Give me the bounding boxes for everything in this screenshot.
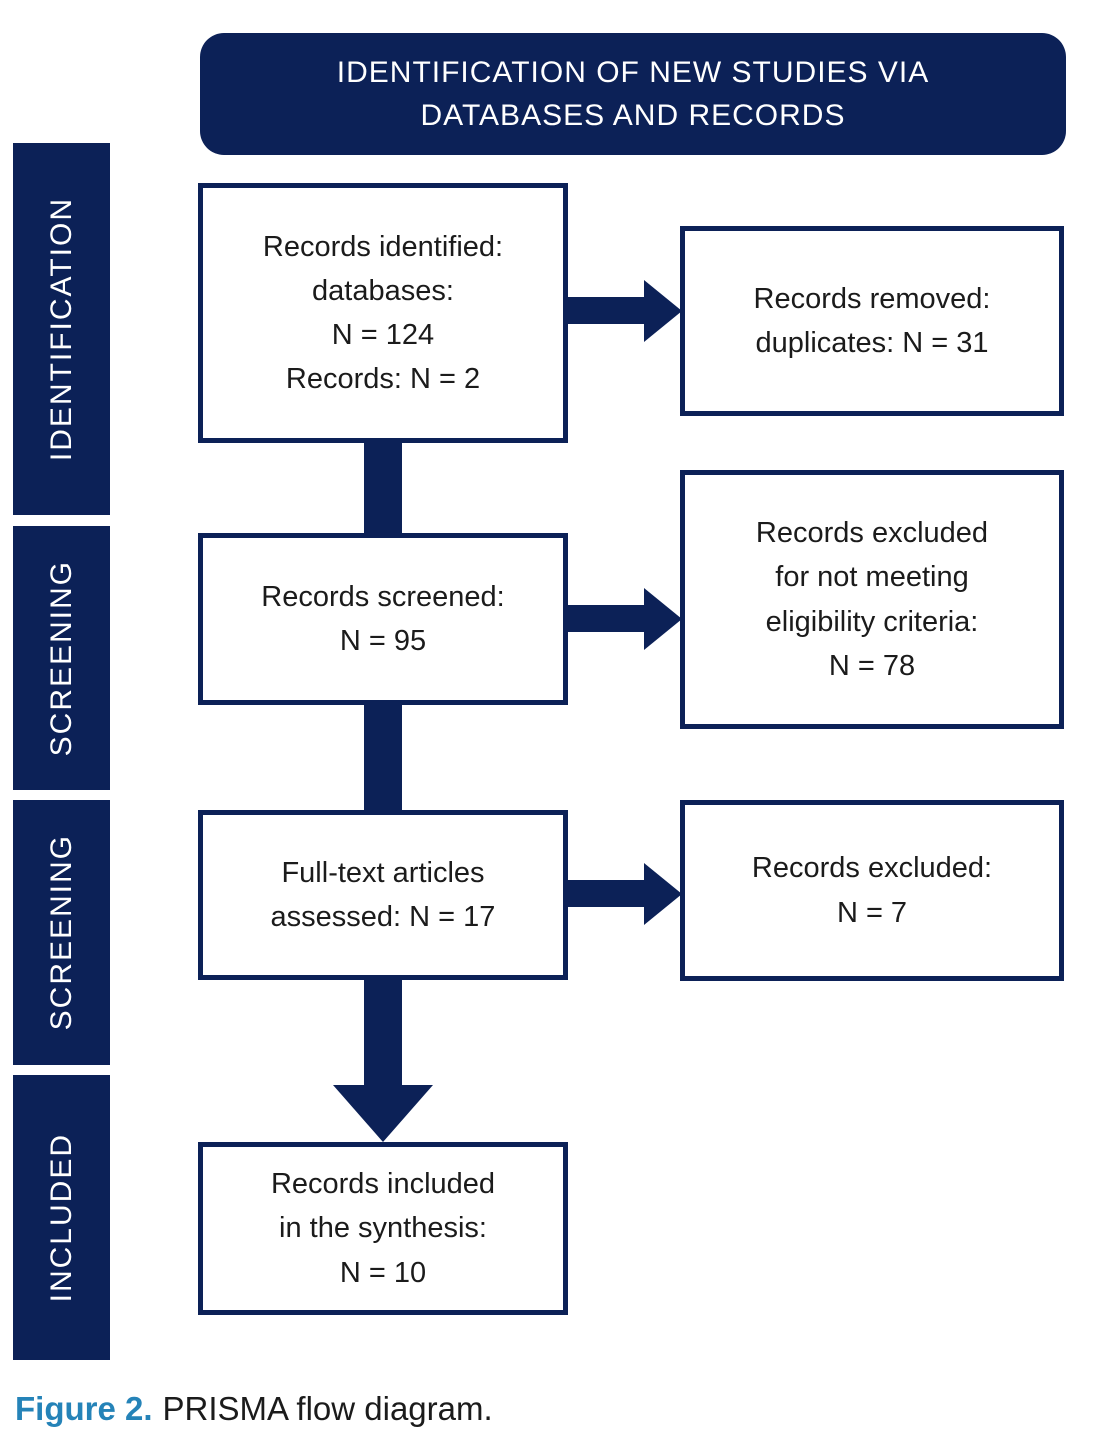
stage-label: IDENTIFICATION [44,196,78,462]
box-line: duplicates: N = 31 [755,327,989,359]
diagram-header: IDENTIFICATION OF NEW STUDIES VIA DATABA… [200,33,1066,155]
box-line: N = 95 [339,625,427,657]
box-line: Records included [270,1168,496,1201]
box-records-excluded-eligibility: Records excluded for not meeting eligibi… [680,470,1064,729]
box-line: Records screened: [261,580,505,613]
stage-bar-screening-2: SCREENING [13,800,110,1065]
box-line: assessed: N = 17 [270,901,496,933]
connector-down-1 [364,441,402,535]
box-line: for not meeting [775,561,969,594]
box-full-text-assessed: Full-text articles assessed: N = 17 [198,810,568,980]
box-line: N = 10 [339,1256,427,1289]
box-records-identified: Records identified: databases: N = 124 R… [198,183,568,443]
box-line: N = 78 [828,649,916,682]
box-line: Records identified: [262,230,504,263]
connector-down-2 [364,703,402,812]
box-records-screened: Records screened: N = 95 [198,533,568,705]
box-line: Full-text articles [281,856,485,889]
stage-label: SCREENING [44,834,78,1031]
stage-label: SCREENING [44,559,78,757]
box-records-removed-duplicates: Records removed: duplicates: N = 31 [680,226,1064,416]
arrow-down-shaft [364,978,402,1085]
figure-caption-text: PRISMA flow diagram. [162,1390,493,1427]
arrow-right-1-shaft [566,297,646,324]
arrow-right-3-shaft [566,880,646,907]
box-line: in the synthesis: [279,1212,487,1245]
box-line: N = 7 [836,896,908,929]
arrow-right-3-head-icon [644,863,682,925]
box-line: Records removed: [753,282,991,315]
box-line: eligibility criteria: [765,605,979,638]
box-line: databases: [312,274,454,307]
figure-caption: Figure 2.PRISMA flow diagram. [15,1390,493,1428]
arrow-down-head-icon [333,1085,433,1142]
arrow-right-2-head-icon [644,588,682,650]
diagram-header-title: IDENTIFICATION OF NEW STUDIES VIA DATABA… [336,55,930,133]
box-records-included: Records included in the synthesis: N = 1… [198,1142,568,1315]
stage-label: INCLUDED [44,1132,78,1303]
stage-bar-included: INCLUDED [13,1075,110,1360]
arrow-right-1-head-icon [644,280,682,342]
box-line: Records excluded: [751,852,993,885]
box-line: Records: N = 2 [285,363,481,396]
box-records-excluded: Records excluded: N = 7 [680,800,1064,981]
box-line: Records excluded [755,517,989,550]
arrow-right-2-shaft [566,605,646,632]
figure-caption-label: Figure 2. [15,1390,153,1427]
stage-bar-screening-1: SCREENING [13,526,110,790]
stage-bar-identification: IDENTIFICATION [13,143,110,515]
box-line: N = 124 [331,319,435,351]
